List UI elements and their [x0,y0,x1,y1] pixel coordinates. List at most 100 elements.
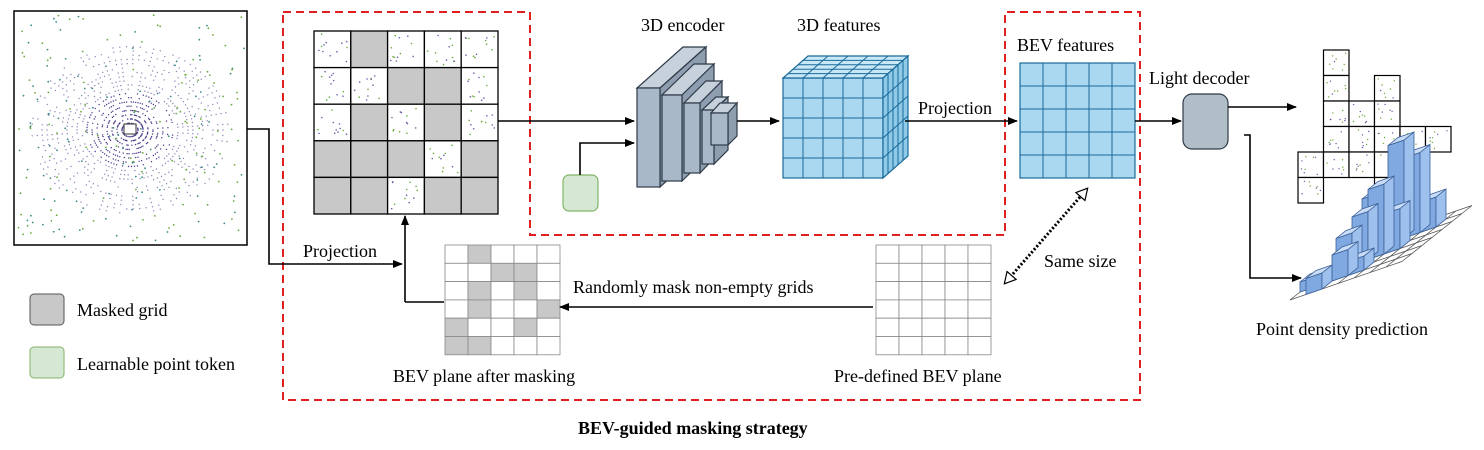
cloud-point [105,179,108,181]
cloud-point [491,114,494,116]
cloud-point [68,18,71,21]
masked-cell [513,281,538,301]
cloud-point [123,156,126,159]
cloud-point [146,141,149,144]
cloud-point [134,175,137,178]
cloud-point [398,131,401,133]
cloud-point [1315,187,1318,189]
cloud-point [163,69,165,72]
cloud-point [121,63,123,65]
cloud-point [145,51,147,53]
cloud-point [156,122,158,125]
cloud-point [161,137,163,139]
grid-cell [967,299,992,319]
masked-cell [490,262,515,282]
cloud-point [73,181,76,184]
cloud-point [137,156,139,158]
cloud-point [1358,116,1361,118]
cloud-point [115,137,118,140]
cloud-point [1341,159,1344,161]
cloud-point [57,14,60,17]
cloud-point [140,146,143,148]
cloud-point [449,37,452,40]
cloud-point [58,187,61,189]
cloud-point [72,191,74,193]
cloud-point [82,60,85,63]
cloud-point [358,81,361,83]
cloud-point [221,157,223,160]
masked-cell [423,66,462,105]
cloud-point [1377,103,1379,105]
cloud-point [127,88,129,90]
grid-cell [944,244,969,264]
cloud-point [406,122,409,125]
cloud-point [121,169,123,171]
cloud-point [324,70,326,73]
cloud-point [1329,143,1331,145]
cloud-point [54,175,56,178]
cloud-point [135,101,137,104]
cloud-point [90,171,92,173]
cloud-point [165,148,168,151]
cloud-point [77,15,80,18]
cloud-point [201,120,203,123]
cloud-point [115,81,117,83]
cloud-point [134,152,136,155]
cloud-point [216,139,218,142]
cloud-point [464,37,467,39]
cloud-point [93,90,96,92]
grid-cell [350,66,389,105]
cloud-point [188,111,190,113]
cloud-point [1342,169,1345,171]
cloud-point [167,160,169,162]
cloud-point [162,144,165,146]
cloud-point [157,144,159,146]
cloud-point [123,110,126,112]
grid-cell [921,244,946,264]
cloud-point [162,59,164,62]
cloud-point [136,165,139,167]
cloud-point [451,56,454,59]
cloud-point [25,176,28,179]
cloud-point [175,60,178,63]
cloud-point [130,101,132,103]
cloud-point [103,105,106,107]
cloud-point [137,129,139,132]
cloud-point [183,146,186,148]
cloud-point [1356,167,1358,170]
cloud-point [204,108,206,111]
cloud-point [63,67,66,69]
grid-cell [444,299,469,319]
cloud-point [108,137,110,139]
cloud-point [119,122,121,124]
cloud-point [1344,119,1346,122]
cloud-point [224,44,227,47]
cloud-point [117,140,119,143]
cloud-point [97,134,99,137]
cloud-point [48,112,50,115]
cloud-point [32,85,34,87]
cloud-point [207,27,210,30]
cloud-point [110,101,112,103]
cloud-point [118,151,121,153]
cloud-point [330,83,332,85]
cloud-point [78,73,80,76]
cloud-point [81,94,83,97]
cloud-point [139,80,141,83]
cloud-point [46,59,49,62]
cloud-point [57,142,60,144]
cloud-point [200,123,203,125]
cloud-point [222,123,224,126]
cloud-point [1362,145,1364,147]
cloud-point [200,78,202,80]
cloud-point [131,47,134,49]
cloud-point [88,107,91,110]
cloud-point [117,89,120,92]
cloud-point [137,102,139,104]
cloud-point [81,50,84,53]
cloud-point [98,138,100,141]
cloud-point [468,119,470,122]
cloud-point [44,161,46,163]
cloud-point [121,195,123,197]
